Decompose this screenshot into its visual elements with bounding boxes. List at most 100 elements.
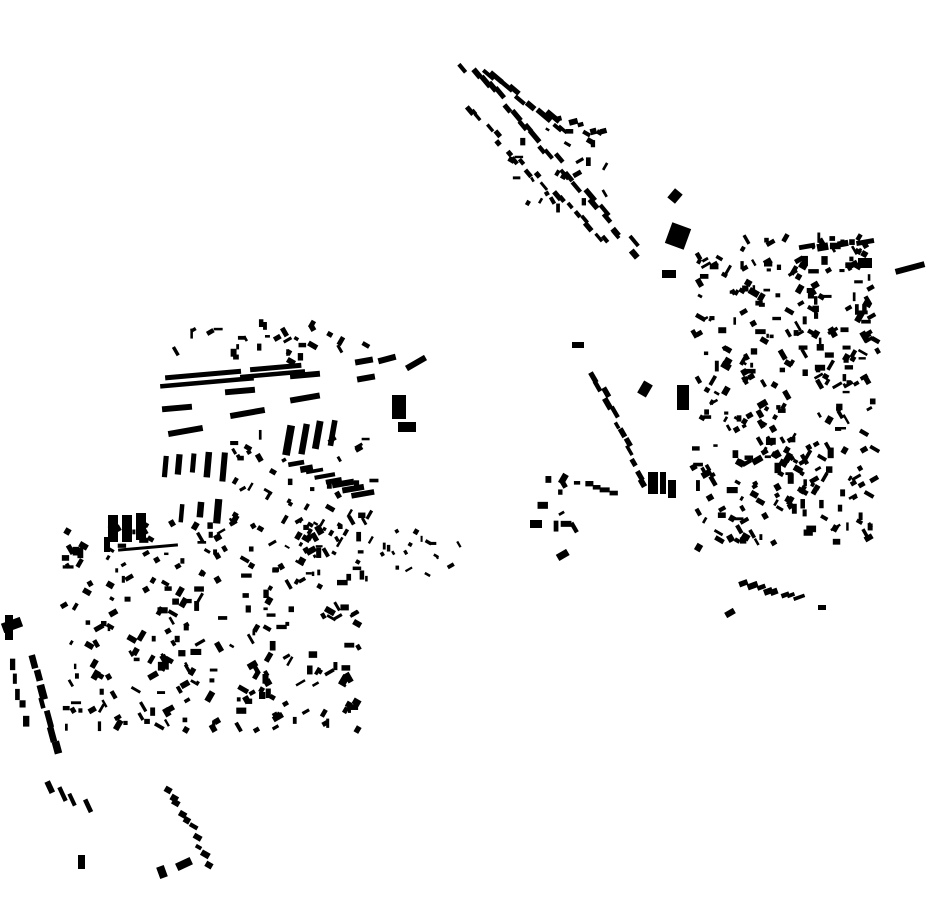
building xyxy=(745,411,754,420)
building xyxy=(698,414,706,422)
building xyxy=(782,451,794,464)
building xyxy=(136,629,147,642)
building xyxy=(668,480,676,498)
building xyxy=(573,210,582,219)
building xyxy=(705,493,715,502)
building xyxy=(234,721,243,733)
building xyxy=(601,386,612,399)
building xyxy=(247,482,254,492)
building xyxy=(239,369,306,380)
building xyxy=(340,675,350,686)
building xyxy=(800,499,805,509)
building xyxy=(256,525,265,533)
building xyxy=(570,180,583,194)
building xyxy=(194,638,206,647)
building xyxy=(538,197,544,204)
building xyxy=(165,664,169,670)
building xyxy=(207,522,213,529)
building xyxy=(65,723,68,731)
building xyxy=(170,639,177,647)
building xyxy=(350,489,375,499)
building xyxy=(128,649,134,657)
building xyxy=(33,669,44,682)
building xyxy=(533,170,542,179)
building xyxy=(812,440,820,448)
building xyxy=(354,480,360,487)
building xyxy=(756,398,769,410)
building xyxy=(336,335,346,347)
building xyxy=(746,580,759,591)
building xyxy=(311,571,315,577)
building xyxy=(770,381,779,389)
building xyxy=(601,234,610,244)
building xyxy=(282,653,291,660)
building xyxy=(237,335,246,340)
building xyxy=(760,448,769,456)
building xyxy=(182,717,188,723)
building xyxy=(142,549,151,557)
building xyxy=(556,203,560,213)
building xyxy=(259,692,266,699)
building xyxy=(258,686,266,694)
building xyxy=(859,445,869,454)
building xyxy=(95,671,105,680)
building xyxy=(811,329,821,340)
building xyxy=(696,480,700,491)
building xyxy=(867,274,871,281)
building xyxy=(777,408,786,413)
building xyxy=(514,155,524,159)
building xyxy=(142,521,150,529)
building xyxy=(585,481,594,487)
building xyxy=(494,139,502,147)
building xyxy=(236,344,240,350)
building xyxy=(810,488,818,496)
building xyxy=(824,378,831,386)
building xyxy=(724,607,736,619)
building xyxy=(288,606,294,613)
building xyxy=(182,816,192,825)
building xyxy=(637,477,648,489)
building xyxy=(139,537,149,543)
building xyxy=(545,476,552,483)
building xyxy=(297,576,307,584)
building xyxy=(139,701,148,713)
building xyxy=(530,520,542,528)
building xyxy=(820,514,829,522)
building xyxy=(849,256,854,262)
building xyxy=(802,369,808,377)
building xyxy=(733,289,740,296)
building xyxy=(311,420,324,450)
building xyxy=(264,491,272,501)
building xyxy=(718,505,727,513)
building xyxy=(814,312,819,319)
building xyxy=(394,528,400,534)
building xyxy=(174,586,185,598)
building xyxy=(523,168,533,179)
building xyxy=(524,100,537,112)
building xyxy=(62,705,70,711)
building xyxy=(190,679,197,685)
building xyxy=(178,650,186,657)
building xyxy=(272,567,280,572)
building xyxy=(323,605,336,617)
building xyxy=(170,798,181,808)
building xyxy=(63,527,72,536)
building xyxy=(741,423,747,429)
building xyxy=(717,512,726,518)
building xyxy=(894,261,926,275)
building xyxy=(625,444,634,456)
building xyxy=(845,262,853,272)
building xyxy=(724,411,729,415)
building xyxy=(802,316,807,325)
building xyxy=(272,333,282,342)
building xyxy=(258,429,262,440)
building xyxy=(12,673,17,684)
building xyxy=(85,620,91,625)
building xyxy=(709,398,719,406)
building xyxy=(241,573,252,578)
building xyxy=(424,571,431,578)
building xyxy=(787,269,798,277)
building xyxy=(637,380,653,398)
building xyxy=(738,287,746,295)
building xyxy=(157,607,168,614)
